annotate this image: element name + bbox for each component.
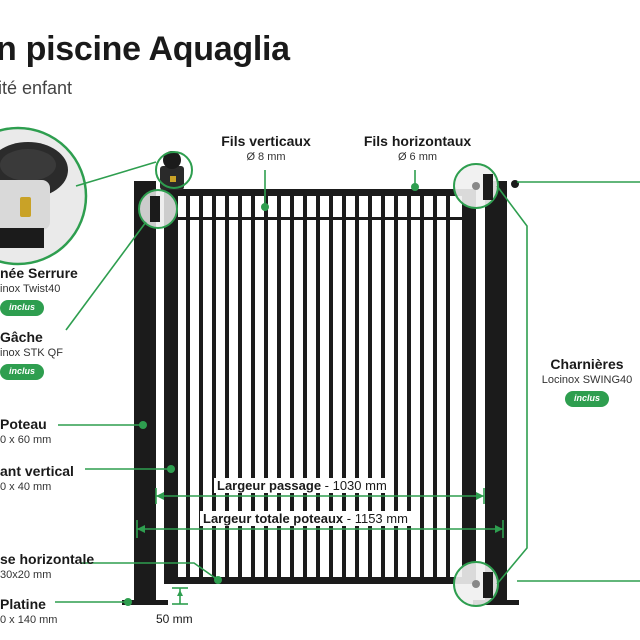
dim-label-totale: Largeur totale poteaux - 1153 mm [200,511,411,526]
page-title: n piscine Aquaglia [0,30,290,68]
right-post [485,181,507,600]
label-fils-verticaux: Fils verticaux Ø 8 mm [221,133,311,163]
leader-dots [124,183,419,606]
gate-left-stile [164,189,178,584]
left-post [134,181,156,600]
label-serrure: née Serrure inox Twist40 inclus [0,265,78,316]
dimension-passage [155,488,485,504]
page-subtitle: ité enfant [0,78,73,98]
label-fils-horizontaux: Fils horizontaux Ø 6 mm [363,133,472,163]
label-traverse: se horizontale 30x20 mm [0,551,95,581]
gate-bottom-rail [164,577,476,584]
charnieres-badge: inclus [564,391,609,407]
label-montant: ant vertical 0 x 40 mm [0,463,74,493]
label-gache: Gâche inox STK QF inclus [0,329,63,380]
lock-knob [163,151,181,169]
dimension-totale [136,520,504,538]
label-poteau: Poteau 0 x 60 mm [0,416,52,446]
gate-top-rail [164,189,476,196]
dim-label-ground: 50 mm [156,612,193,626]
left-base-plate [122,600,168,605]
dimension-ground [172,587,188,605]
vertical-wires [186,196,450,577]
serrure-badge: inclus [0,300,45,316]
label-charnieres: Charnières Locinox SWING40 inclus [532,356,640,407]
leader-lines [55,161,640,603]
right-base-plate [473,600,519,605]
gate-right-stile [462,189,476,584]
dim-label-passage: Largeur passage - 1030 mm [214,478,390,493]
label-platine: Platine 0 x 140 mm [0,596,58,626]
serrure-highlight [155,151,193,189]
gache-badge: inclus [0,364,45,380]
